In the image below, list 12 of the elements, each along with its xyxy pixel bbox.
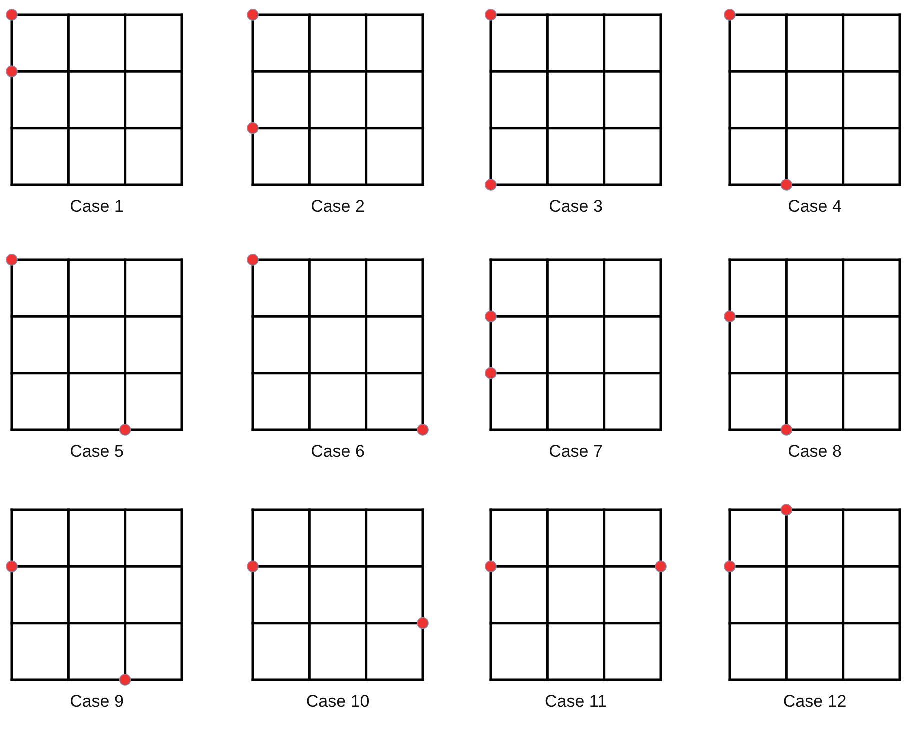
case-caption: Case 5 (70, 442, 124, 462)
case-caption: Case 10 (306, 692, 370, 712)
case-caption: Case 8 (788, 442, 842, 462)
case-caption: Case 11 (544, 692, 608, 712)
case-caption: Case 1 (70, 197, 124, 217)
case-caption: Case 12 (783, 692, 847, 712)
case-caption: Case 9 (70, 692, 124, 712)
case-caption: Case 7 (549, 442, 603, 462)
case-caption: Case 3 (549, 197, 603, 217)
case-caption: Case 4 (788, 197, 842, 217)
case-caption: Case 6 (311, 442, 365, 462)
case-caption: Case 2 (311, 197, 365, 217)
